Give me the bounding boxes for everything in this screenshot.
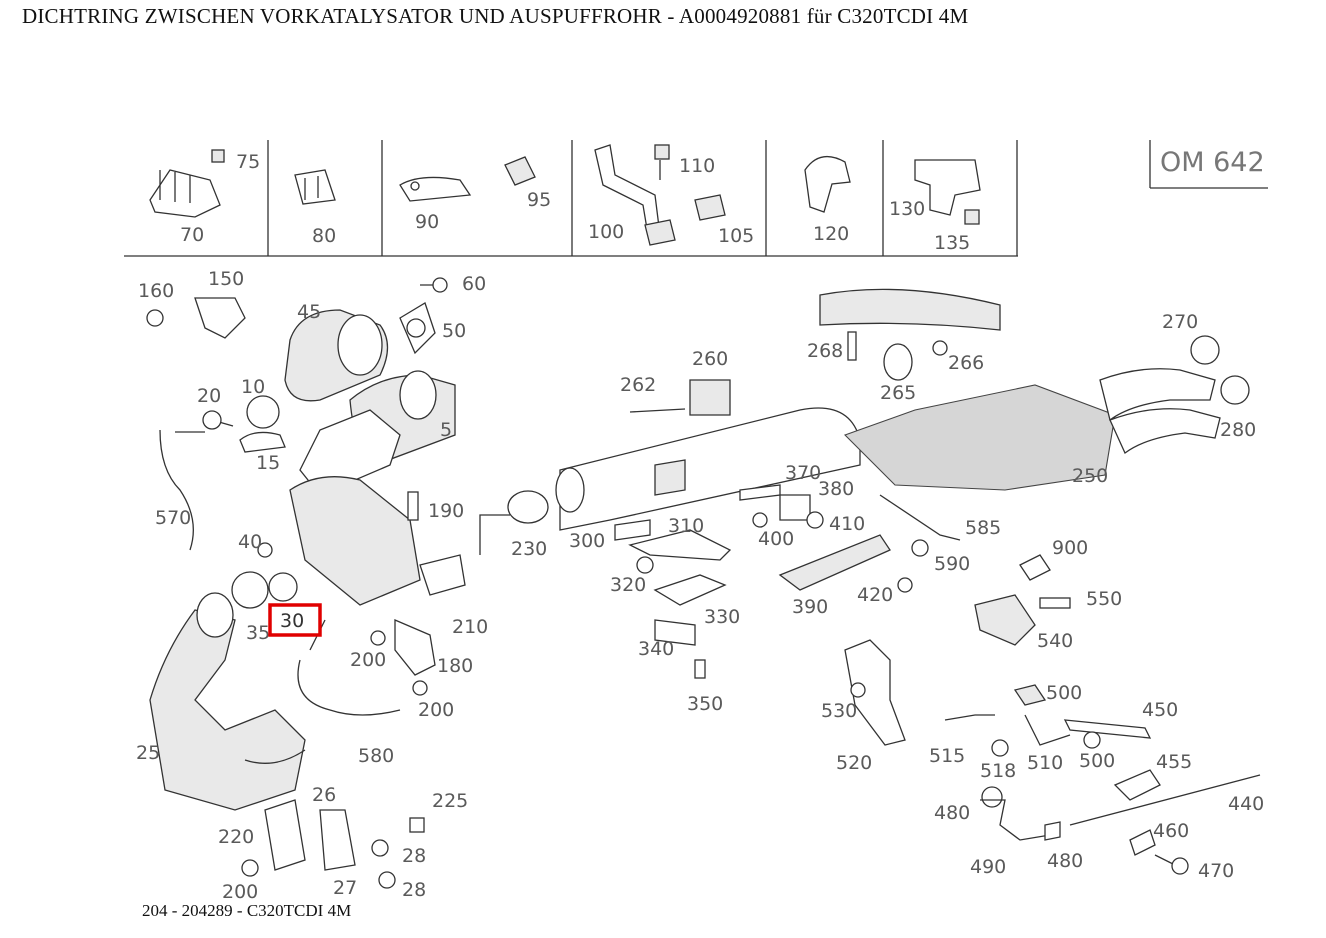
label-900: 900 [1052,537,1088,559]
label-5: 5 [440,419,452,441]
label-110: 110 [679,155,715,177]
label-25: 25 [136,742,160,764]
label-200b: 200 [418,699,454,721]
label-590: 590 [934,553,970,575]
label-460: 460 [1153,820,1189,842]
label-26: 26 [312,784,336,806]
label-230: 230 [511,538,547,560]
label-400: 400 [758,528,794,550]
label-410: 410 [829,513,865,535]
label-27: 27 [333,877,357,899]
label-510: 510 [1027,752,1063,774]
label-262: 262 [620,374,656,396]
label-440: 440 [1228,793,1264,815]
label-28a: 28 [402,845,426,867]
label-75: 75 [236,151,260,173]
label-90: 90 [415,211,439,233]
label-300: 300 [569,530,605,552]
label-70: 70 [180,224,204,246]
label-50: 50 [442,320,466,342]
label-15: 15 [256,452,280,474]
label-200a: 200 [350,649,386,671]
label-500a: 500 [1046,682,1082,704]
label-190: 190 [428,500,464,522]
label-550: 550 [1086,588,1122,610]
label-45: 45 [297,301,321,323]
sensor-bracket-group [844,554,1261,875]
front-catalyst-group [146,277,466,889]
engine-code-label: OM 642 [1160,147,1265,178]
label-130: 130 [889,198,925,220]
page-title: DICHTRING ZWISCHEN VORKATALYSATOR UND AU… [22,4,969,28]
label-518: 518 [980,760,1016,782]
label-500b: 500 [1079,750,1115,772]
label-480b: 480 [1047,850,1083,872]
label-580: 580 [358,745,394,767]
label-150: 150 [208,268,244,290]
label-30: 30 [280,610,304,632]
label-200c: 200 [222,881,258,903]
label-260: 260 [692,348,728,370]
label-280: 280 [1220,419,1256,441]
label-225: 225 [432,790,468,812]
label-470: 470 [1198,860,1234,882]
accessory-panel [124,140,1268,257]
label-265: 265 [880,382,916,404]
label-350: 350 [687,693,723,715]
label-20: 20 [197,385,221,407]
label-40: 40 [238,531,262,553]
label-330: 330 [704,606,740,628]
label-268: 268 [807,340,843,362]
label-540: 540 [1037,630,1073,652]
label-35: 35 [246,622,270,644]
label-570: 570 [155,507,191,529]
label-270: 270 [1162,311,1198,333]
label-220: 220 [218,826,254,848]
label-390: 390 [792,596,828,618]
label-250: 250 [1072,465,1108,487]
label-340: 340 [638,638,674,660]
label-310: 310 [668,515,704,537]
label-180: 180 [437,655,473,677]
label-320: 320 [610,574,646,596]
label-80: 80 [312,225,336,247]
label-450: 450 [1142,699,1178,721]
label-480a: 480 [934,802,970,824]
label-10: 10 [241,376,265,398]
label-210: 210 [452,616,488,638]
label-520: 520 [836,752,872,774]
label-95: 95 [527,189,551,211]
label-60: 60 [462,273,486,295]
label-105: 105 [718,225,754,247]
label-266: 266 [948,352,984,374]
label-490: 490 [970,856,1006,878]
label-100: 100 [588,221,624,243]
label-455: 455 [1156,751,1192,773]
label-515: 515 [929,745,965,767]
footer-caption: 204 - 204289 - C320TCDI 4M [142,901,352,920]
label-28b: 28 [402,879,426,901]
highlight-box-30 [268,603,322,637]
label-120: 120 [813,223,849,245]
label-380: 380 [818,478,854,500]
label-370: 370 [785,462,821,484]
label-135: 135 [934,232,970,254]
exhaust-pipe-group [479,288,1250,679]
label-420: 420 [857,584,893,606]
label-160: 160 [138,280,174,302]
label-585: 585 [965,517,1001,539]
part-number-labels: 75 70 80 90 95 110 100 105 120 130 135 1… [136,147,1265,903]
label-530: 530 [821,700,857,722]
